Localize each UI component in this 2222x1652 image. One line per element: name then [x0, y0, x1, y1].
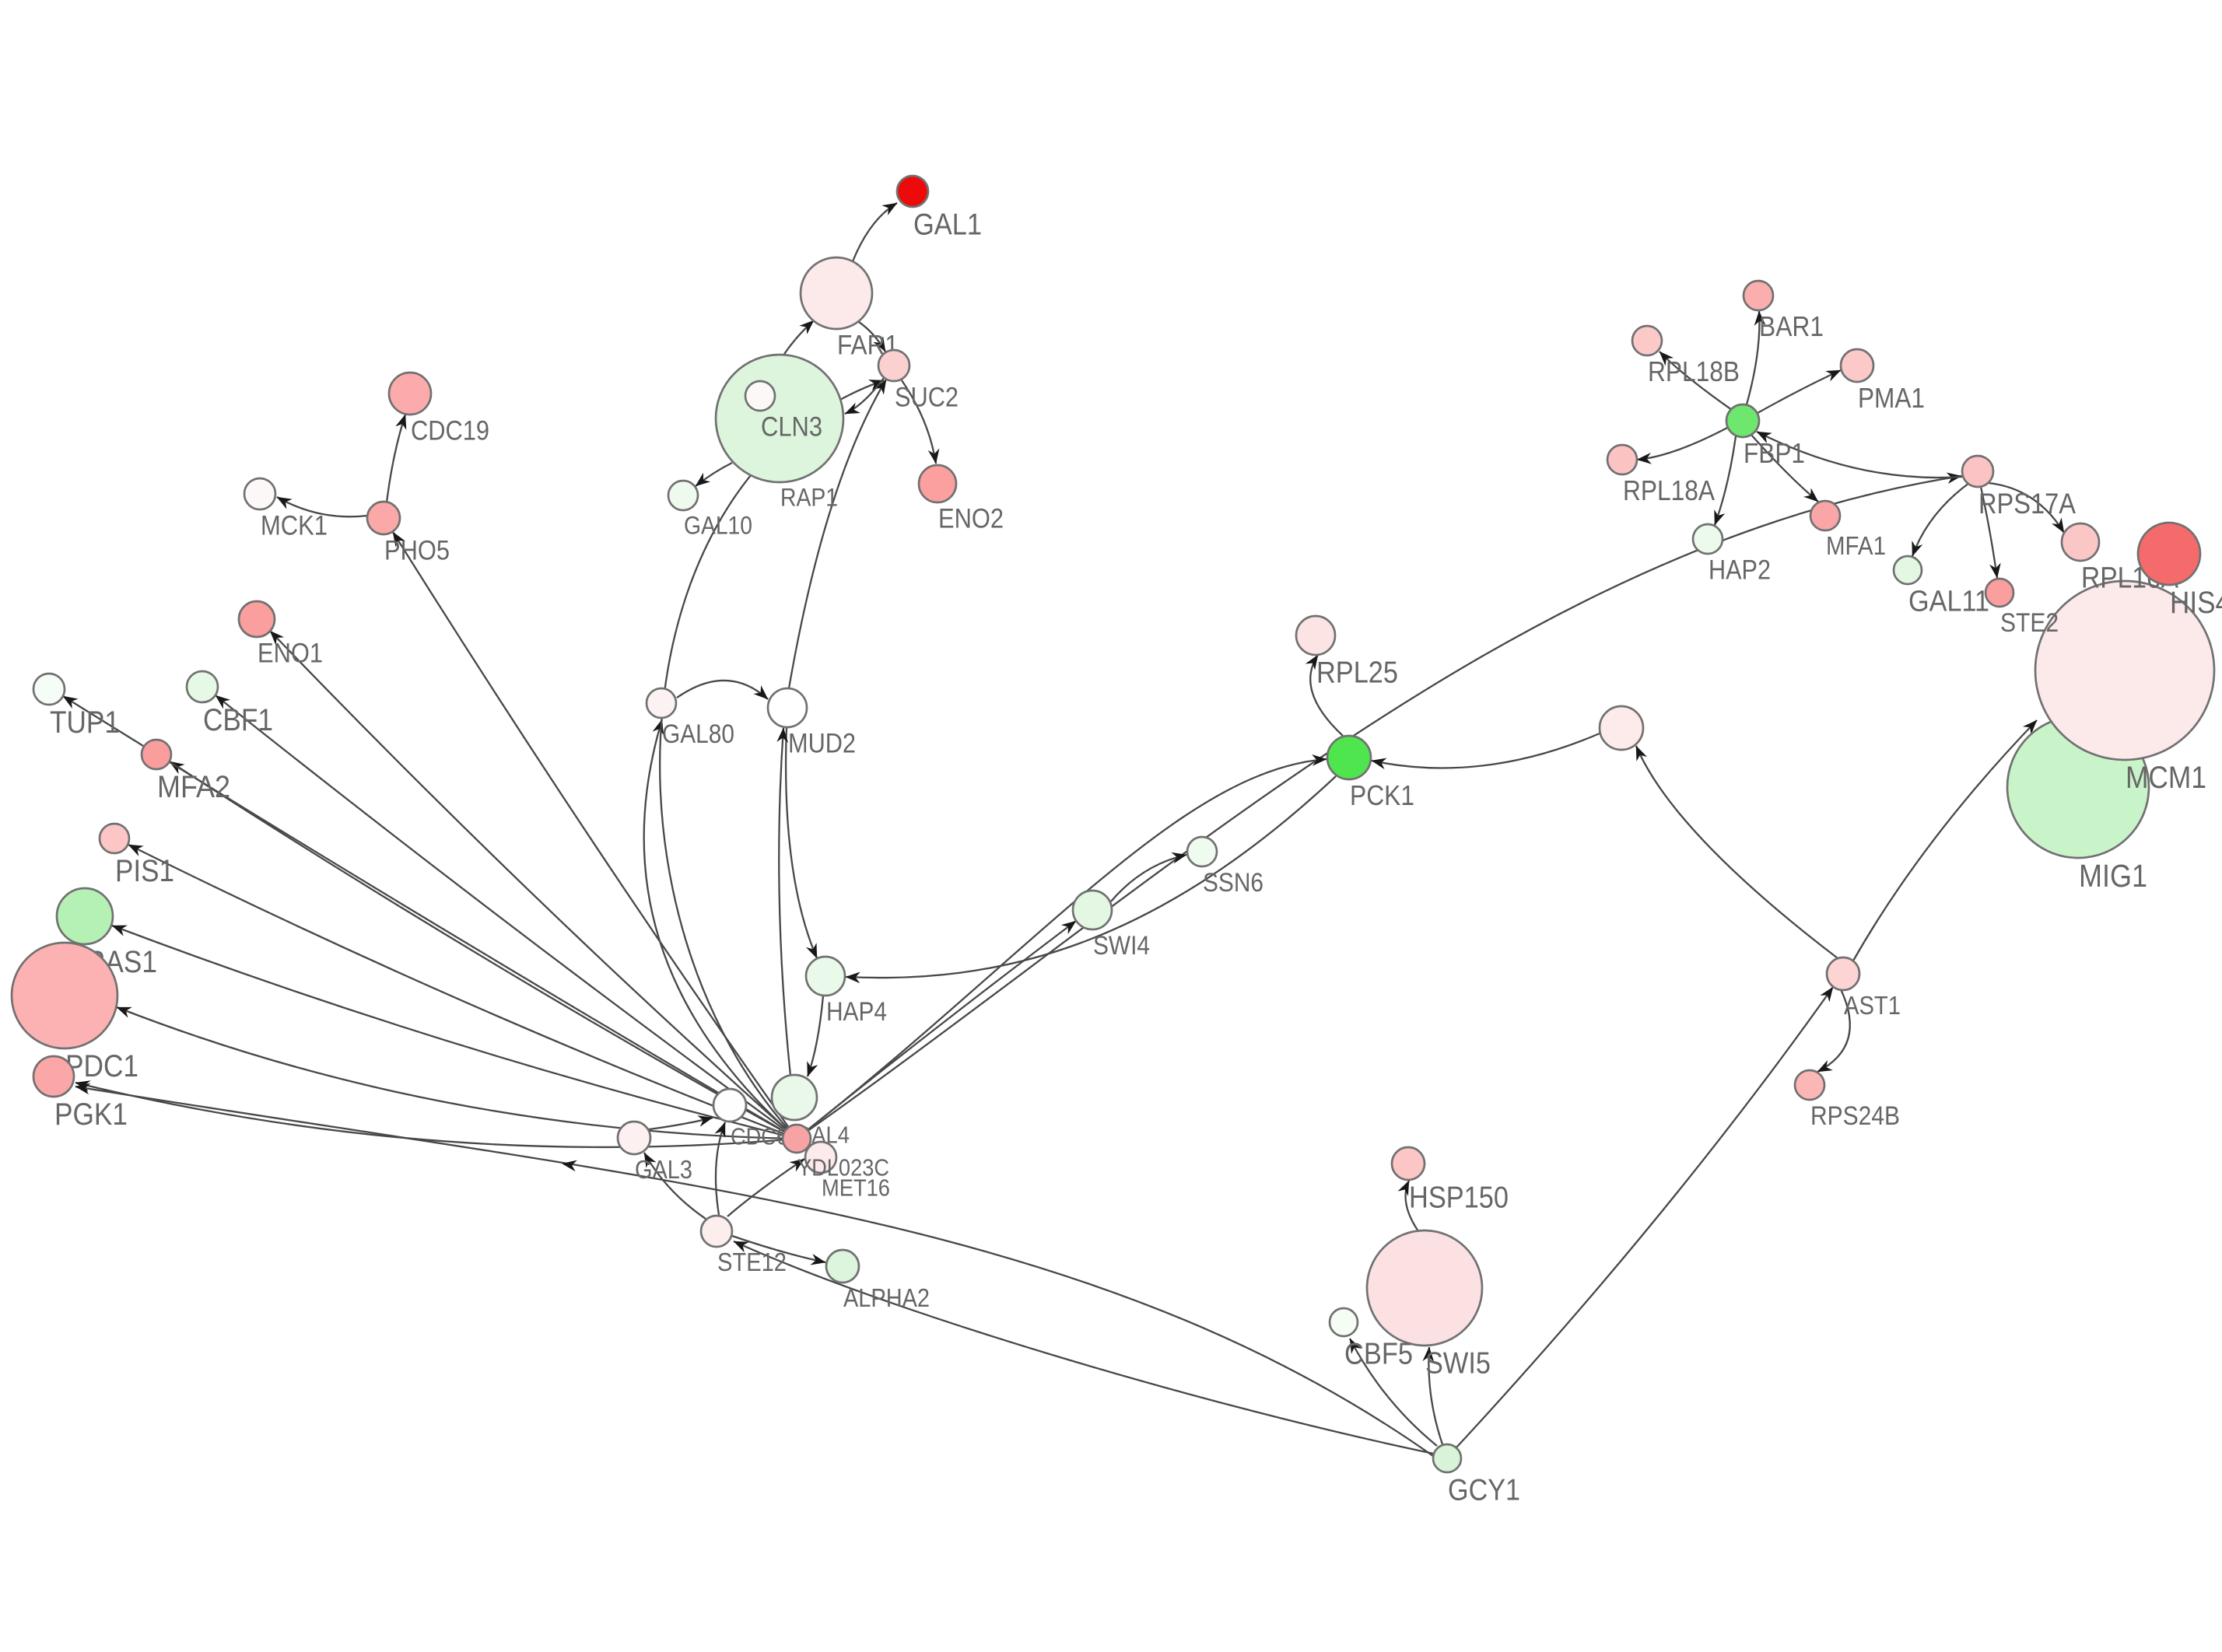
svg-text:PGK1: PGK1 [54, 1097, 128, 1132]
svg-text:PHO5: PHO5 [384, 536, 450, 566]
svg-text:GAL80: GAL80 [662, 719, 734, 749]
svg-text:ENO1: ENO1 [258, 639, 323, 669]
svg-text:MFA1: MFA1 [1826, 531, 1886, 560]
svg-text:GAL11: GAL11 [1908, 586, 1989, 618]
svg-text:PCK1: PCK1 [1350, 779, 1414, 811]
svg-text:CBF5: CBF5 [1344, 1337, 1413, 1370]
svg-text:RPS24B: RPS24B [1810, 1101, 1900, 1131]
svg-text:MCM1: MCM1 [2126, 761, 2206, 795]
svg-text:FBP1: FBP1 [1744, 437, 1805, 469]
svg-text:CLN3: CLN3 [761, 412, 822, 443]
svg-text:GAL3: GAL3 [635, 1155, 692, 1184]
svg-text:STE2: STE2 [2000, 608, 2059, 638]
svg-text:ALPHA2: ALPHA2 [843, 1283, 930, 1312]
svg-text:HSP150: HSP150 [1409, 1181, 1509, 1214]
svg-text:AST1: AST1 [1844, 991, 1901, 1020]
svg-text:GAL1: GAL1 [913, 208, 982, 241]
svg-text:RPL18A: RPL18A [1623, 474, 1715, 506]
svg-text:YDL023C: YDL023C [797, 1154, 889, 1181]
svg-text:CDC6: CDC6 [731, 1123, 788, 1150]
svg-text:STE12: STE12 [717, 1248, 787, 1276]
svg-text:RPS17A: RPS17A [1978, 488, 2076, 520]
svg-text:MET16: MET16 [822, 1174, 890, 1202]
svg-text:MUD2: MUD2 [788, 729, 856, 759]
svg-text:GCY1: GCY1 [1448, 1473, 1520, 1507]
svg-text:HAP2: HAP2 [1709, 555, 1771, 586]
svg-text:ENO2: ENO2 [938, 504, 1004, 534]
svg-text:SUC2: SUC2 [895, 383, 959, 413]
svg-text:MFA2: MFA2 [157, 770, 230, 804]
svg-text:SSN6: SSN6 [1203, 868, 1263, 898]
svg-text:PIS1: PIS1 [115, 854, 174, 888]
svg-text:PDC1: PDC1 [65, 1049, 138, 1083]
svg-text:RPL18B: RPL18B [1648, 355, 1740, 387]
svg-text:MIG1: MIG1 [2079, 858, 2147, 894]
svg-text:TUP1: TUP1 [50, 705, 120, 740]
svg-text:SWI5: SWI5 [1425, 1346, 1491, 1380]
svg-text:HAP4: HAP4 [826, 997, 887, 1027]
svg-text:BAR1: BAR1 [1759, 310, 1824, 342]
svg-text:HIS4: HIS4 [2170, 586, 2222, 620]
svg-text:PMA1: PMA1 [1858, 382, 1925, 414]
svg-text:RPL25: RPL25 [1316, 656, 1398, 689]
svg-text:RAP1: RAP1 [780, 483, 838, 511]
svg-text:CBF1: CBF1 [203, 703, 273, 737]
svg-text:GAL10: GAL10 [684, 511, 752, 539]
svg-text:MCK1: MCK1 [261, 511, 328, 541]
svg-text:SWI4: SWI4 [1093, 931, 1150, 961]
svg-text:CDC19: CDC19 [411, 416, 489, 446]
